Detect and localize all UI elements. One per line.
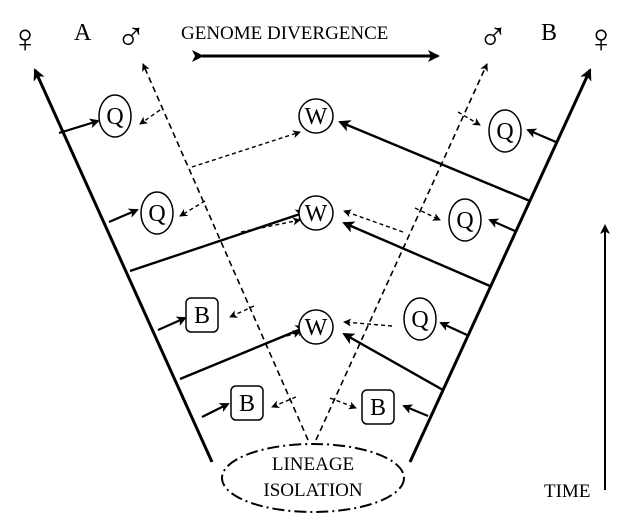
lineage-a-label: A (74, 20, 92, 46)
right-q-top-label: Q (496, 119, 513, 145)
left-cross-arrow-upper (129, 209, 308, 273)
center-w-bottom-label: W (305, 315, 328, 341)
center-w-middle-label: W (305, 201, 328, 227)
lineage-a-female-line (33, 68, 214, 463)
left-q-upper-label: Q (106, 104, 123, 130)
left-arrow-q-lower (108, 208, 139, 224)
left-dash-arrow-q-upper (139, 109, 161, 125)
right-q-middle-node: Q (448, 198, 482, 242)
lineage-a-male-line (142, 63, 309, 441)
center-w-middle-node: W (298, 195, 334, 231)
left-cross-arrow-lower (179, 325, 308, 381)
right-dash-cross-lower (343, 318, 393, 327)
male-symbol-right: ♂ (478, 14, 508, 59)
right-q-top-node: Q (488, 109, 522, 153)
right-q-bottom-node: Q (403, 297, 437, 341)
right-b-label: B (370, 395, 386, 421)
female-symbol-left: ♀ (10, 16, 40, 61)
right-dash-cross-upper (343, 209, 404, 233)
left-q-lower-label: Q (148, 201, 165, 227)
lineage-b-female-line (408, 68, 592, 463)
right-cross-arrow-middle (342, 221, 491, 288)
left-dash-cross-bottom (279, 330, 301, 339)
right-arrow-q-bottom (439, 321, 468, 336)
left-q-upper-node: Q (98, 94, 132, 138)
left-b-upper-node: B (185, 297, 219, 333)
right-b-node: B (361, 389, 395, 425)
left-arrow-q-upper (58, 118, 100, 135)
lineage-b-label: B (541, 20, 557, 46)
genome-divergence-title: GENOME DIVERGENCE (181, 23, 388, 44)
left-arrow-b-upper (157, 316, 187, 332)
left-b-lower-node: B (230, 385, 264, 421)
left-dash-cross-middle (240, 217, 301, 233)
left-dash-arrow-q-lower (179, 200, 206, 217)
lineage-isolation-ellipse (221, 443, 405, 513)
right-dash-arrow-b (329, 397, 357, 410)
center-w-top-label: W (305, 104, 328, 130)
right-arrow-q-top (526, 128, 557, 144)
left-b-upper-label: B (194, 303, 210, 329)
time-label: TIME (544, 481, 590, 502)
right-cross-arrow-top (338, 120, 531, 203)
left-q-lower-node: Q (140, 191, 174, 235)
left-b-lower-label: B (239, 391, 255, 417)
center-w-bottom-node: W (298, 309, 334, 345)
right-dash-arrow-q-middle (414, 207, 441, 221)
left-dash-arrow-b-lower (271, 396, 297, 408)
right-arrow-b (402, 404, 429, 418)
lineage-b-male-line (315, 63, 488, 441)
right-arrow-q-middle (488, 218, 516, 233)
male-symbol-left: ♂ (116, 14, 146, 59)
right-q-bottom-label: Q (411, 307, 428, 333)
lineage-isolation-line2: ISOLATION (263, 480, 362, 501)
right-cross-arrow-bottom (342, 332, 444, 392)
left-dash-cross-top (191, 130, 301, 168)
female-symbol-right: ♀ (586, 16, 616, 61)
left-arrow-b-lower (201, 403, 230, 418)
center-w-top-node: W (298, 98, 334, 134)
left-dash-arrow-b-upper (229, 305, 255, 318)
right-dash-arrow-q-top (457, 111, 481, 126)
right-q-middle-label: Q (456, 208, 473, 234)
lineage-isolation-line1: LINEAGE (272, 454, 354, 475)
